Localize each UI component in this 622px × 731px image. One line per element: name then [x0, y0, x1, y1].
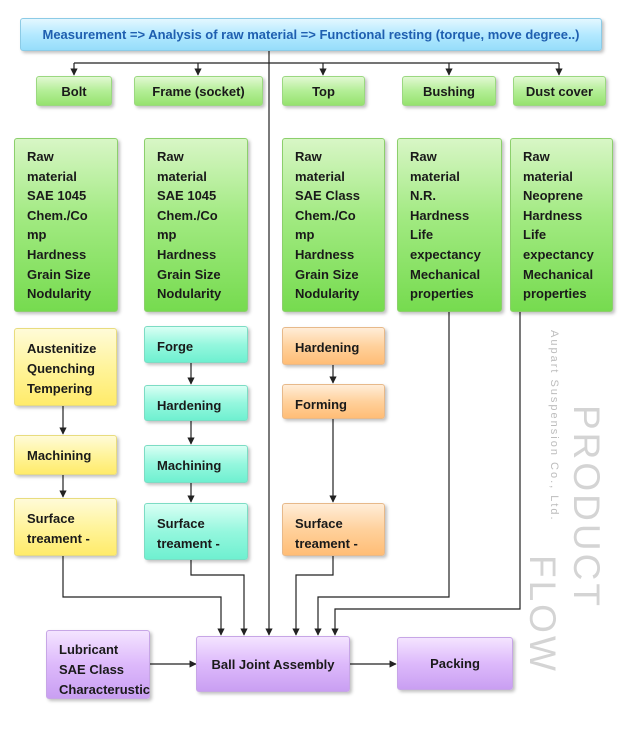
lubricant-box: Lubricant SAE Class Characterustic [46, 630, 150, 699]
category-dust-cover: Dust cover [513, 76, 606, 106]
watermark-company: Aupart Suspension Co., Ltd. [548, 330, 560, 522]
category-bolt: Bolt [36, 76, 112, 106]
spec-bolt: Raw material SAE 1045 Chem./Co mp Hardne… [14, 138, 118, 312]
header-box: Measurement => Analysis of raw material … [20, 18, 602, 51]
spec-top: Raw material SAE Class Chem./Co mp Hardn… [282, 138, 385, 312]
bolt-heat-treatment: Austenitize Quenching Tempering [14, 328, 117, 406]
frame-forge: Forge [144, 326, 248, 363]
frame-machining: Machining [144, 445, 248, 483]
assembly-box: Ball Joint Assembly [196, 636, 350, 692]
category-bushing: Bushing [402, 76, 496, 106]
top-forming: Forming [282, 384, 385, 419]
bolt-machining: Machining [14, 435, 117, 475]
bolt-surface-treatment: Surface treament - [14, 498, 117, 556]
frame-surface-treatment: Surface treament - [144, 503, 248, 560]
category-frame: Frame (socket) [134, 76, 263, 106]
frame-hardening: Hardening [144, 385, 248, 421]
watermark-word-product: PRODUCT [566, 405, 607, 609]
category-top: Top [282, 76, 365, 106]
spec-dust-cover: Raw material Neoprene Hardness Life expe… [510, 138, 613, 312]
packing-box: Packing [397, 637, 513, 690]
spec-bushing: Raw material N.R. Hardness Life expectan… [397, 138, 502, 312]
top-surface-treatment: Surface treament - [282, 503, 385, 556]
spec-frame: Raw material SAE 1045 Chem./Co mp Hardne… [144, 138, 248, 312]
top-hardening: Hardening [282, 327, 385, 365]
watermark-word-flow: FLOW [522, 555, 563, 674]
